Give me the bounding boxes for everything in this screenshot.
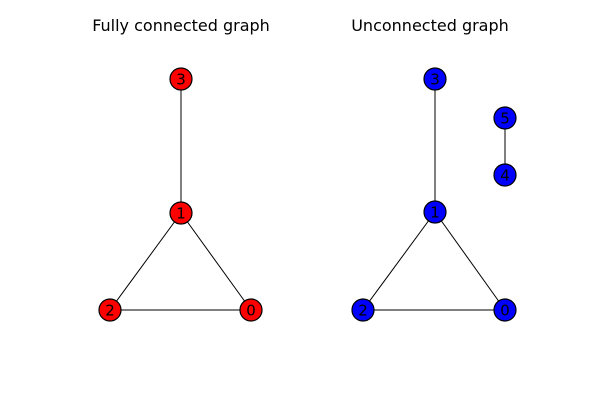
graph-node-label: 0	[500, 301, 510, 319]
graph-node-label: 4	[500, 166, 510, 184]
unconnected-graph: 0 1 2 3 4 5	[351, 67, 517, 322]
graph-node-label: 2	[358, 301, 368, 319]
graph-node	[169, 67, 193, 91]
graph-edge	[434, 211, 506, 311]
graph-node	[423, 200, 447, 224]
graph-node-label: 5	[500, 109, 510, 127]
graph-edge	[109, 212, 182, 311]
graph-node-label: 1	[176, 204, 186, 222]
graph-node	[169, 201, 193, 225]
graph-node-label: 1	[430, 203, 440, 221]
graph-node-label: 2	[105, 301, 115, 319]
left-graph-title: Fully connected graph	[92, 16, 270, 35]
graph-node-label: 3	[176, 70, 186, 88]
fully-connected-graph: 0 1 2 3	[98, 67, 263, 322]
graph-edge	[180, 212, 252, 311]
graph-node	[98, 298, 122, 322]
graph-edge	[362, 211, 436, 311]
graph-node	[493, 298, 517, 322]
graph-node	[493, 106, 517, 130]
graph-node-label: 0	[246, 301, 256, 319]
graph-node	[423, 67, 447, 91]
right-graph-title: Unconnected graph	[351, 16, 509, 35]
graph-node	[239, 298, 263, 322]
graph-node	[493, 163, 517, 187]
graph-node-label: 3	[430, 70, 440, 88]
graph-node	[351, 298, 375, 322]
